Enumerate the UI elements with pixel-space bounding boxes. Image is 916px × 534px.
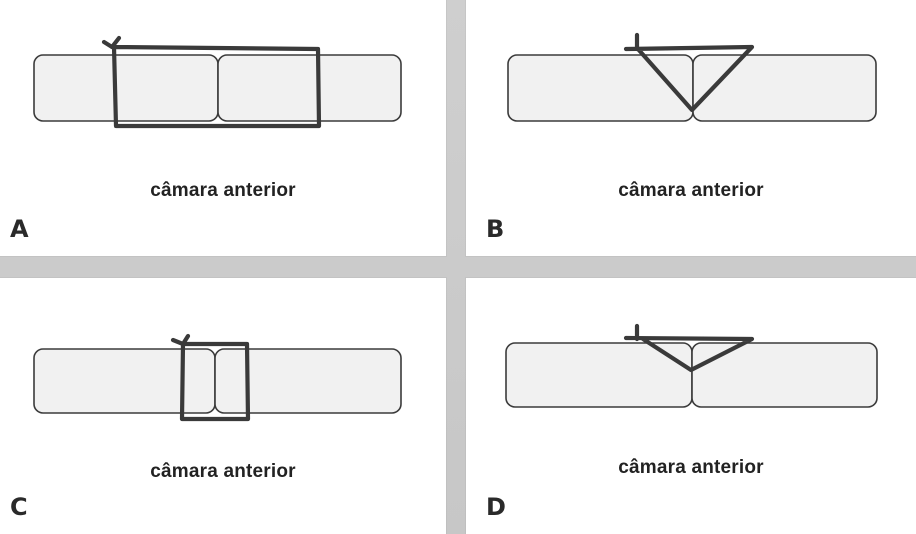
panel-b-label: B <box>486 215 505 243</box>
panel-b: câmara anterior B <box>466 0 916 256</box>
suture-knot <box>180 333 191 347</box>
panel-c-caption: câmara anterior <box>150 461 296 482</box>
panel-c-drawing <box>33 333 402 422</box>
panel-d-caption: câmara anterior <box>618 457 764 478</box>
panel-d: câmara anterior D <box>466 278 916 534</box>
tissue-left-segment <box>33 54 219 122</box>
panel-a-caption: câmara anterior <box>150 180 296 201</box>
tissue-right-segment <box>692 54 877 122</box>
panel-a: câmara anterior A <box>0 0 446 256</box>
panel-b-drawing <box>507 32 877 122</box>
panel-b-caption: câmara anterior <box>618 180 764 201</box>
panel-c: câmara anterior C <box>0 278 446 534</box>
v-suture <box>623 335 755 373</box>
panel-c-label: C <box>10 493 28 521</box>
suture-knot <box>109 35 122 50</box>
tissue-left-segment <box>33 348 216 414</box>
panel-a-label: A <box>10 215 29 243</box>
tissue-right-segment <box>217 54 402 122</box>
panel-d-drawing <box>505 323 878 408</box>
panel-d-label: D <box>486 493 506 521</box>
tissue-right-segment <box>214 348 402 414</box>
panel-a-drawing <box>33 35 402 129</box>
tissue-left-segment <box>507 54 694 122</box>
v-suture <box>623 44 755 113</box>
tissue-right-segment <box>691 342 878 408</box>
